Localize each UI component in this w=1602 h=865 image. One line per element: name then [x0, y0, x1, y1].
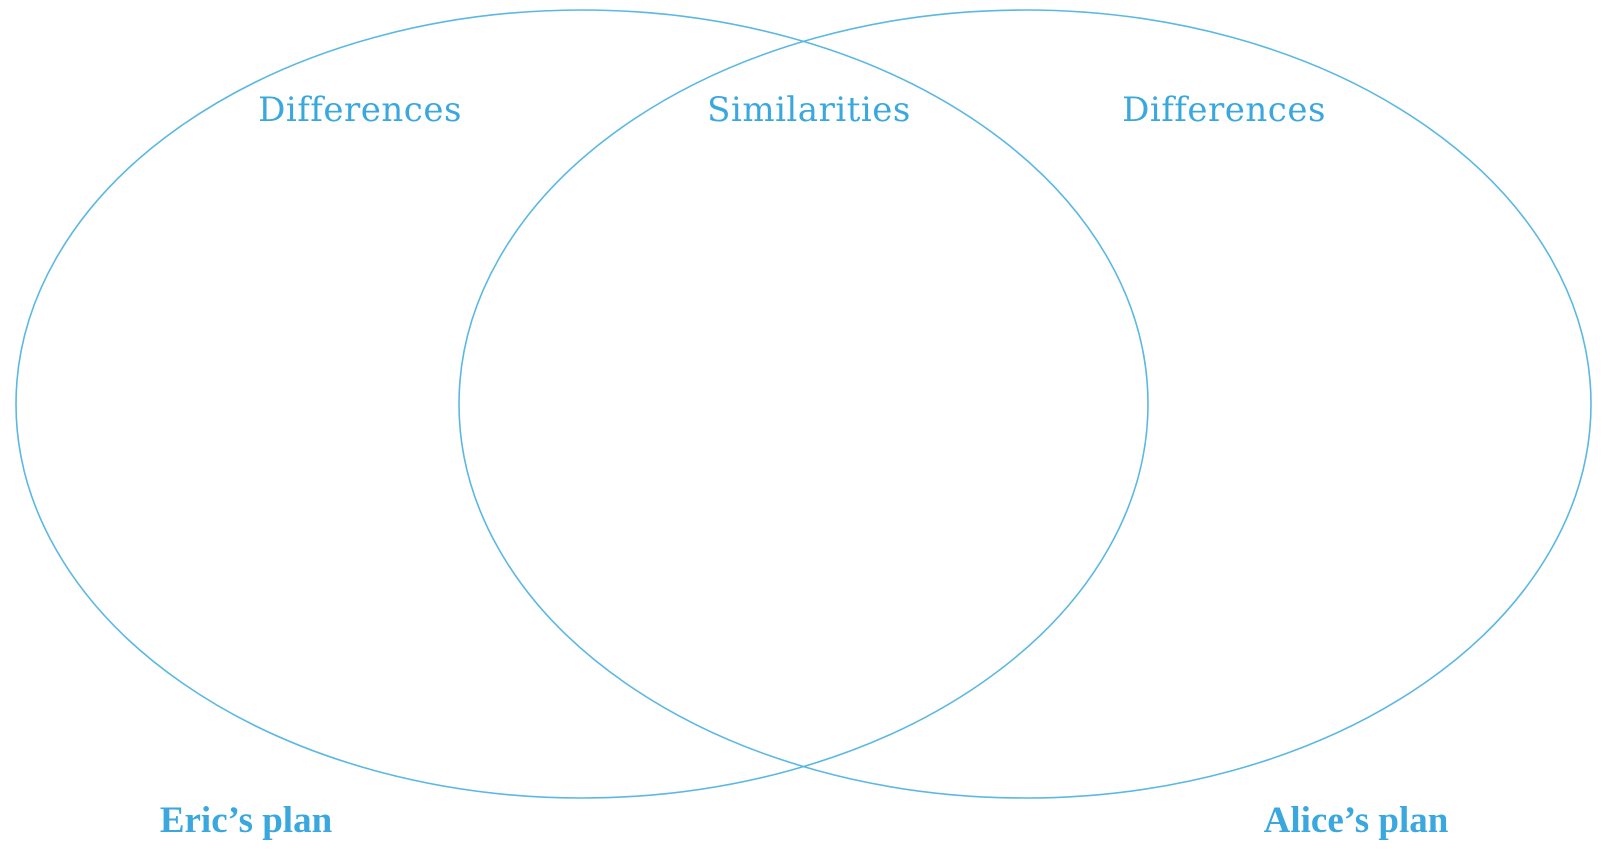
right-differences-label: Differences	[1122, 90, 1326, 130]
erics-plan-label: Eric’s plan	[160, 800, 333, 841]
right-circle-alices-plan	[458, 9, 1592, 799]
left-circle-erics-plan	[15, 9, 1149, 799]
similarities-label: Similarities	[707, 90, 911, 130]
left-differences-label: Differences	[258, 90, 462, 130]
alices-plan-label: Alice’s plan	[1264, 800, 1449, 841]
